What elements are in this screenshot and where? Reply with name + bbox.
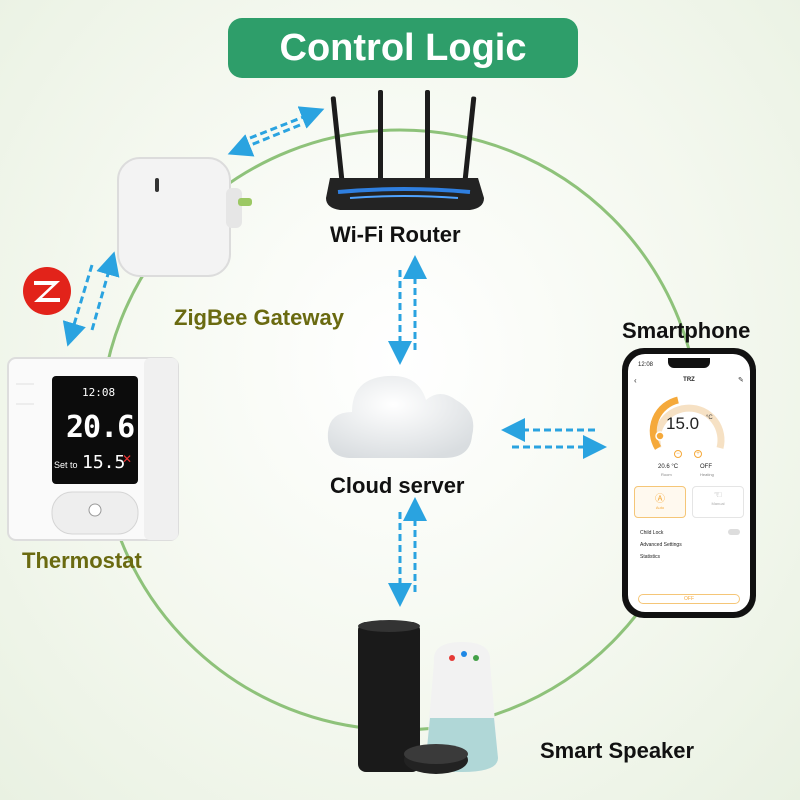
thermostat-set-label: Set to	[54, 460, 78, 470]
phone-target-temp: 15.0	[666, 414, 700, 433]
thermostat-icon	[7, 357, 179, 541]
phone-room-label: Room	[661, 472, 672, 477]
temperature-dial[interactable]	[648, 388, 730, 458]
flame-icon: ✕	[122, 452, 133, 466]
mode-auto-label: Auto	[655, 505, 665, 510]
zigbee-gateway-icon	[117, 157, 252, 277]
back-chevron-icon[interactable]: ‹	[634, 376, 637, 385]
router-label: Wi-Fi Router	[330, 222, 461, 247]
gateway-label: ZigBee Gateway	[174, 305, 344, 330]
menu-item-child-lock[interactable]: Child Lock	[640, 530, 664, 536]
auto-mode-icon: Ⓐ	[655, 494, 665, 505]
mode-manual-label: Manual	[711, 501, 725, 506]
thermostat-label: Thermostat	[22, 548, 142, 573]
arrow-router-to-gateway	[227, 123, 301, 157]
phone-notch	[668, 358, 710, 368]
menu-item-statistics[interactable]: Statistics	[640, 554, 661, 560]
off-button[interactable]: OFF	[638, 594, 740, 604]
thermostat-time: 12:08	[82, 386, 116, 399]
smart-speaker-icon	[358, 620, 498, 774]
arrow-gateway-to-router	[249, 106, 325, 140]
smartphone-frame: 12:08 ‹ TRZ ✎ 15.0 °C − + 20.6 °C Room O…	[622, 348, 756, 618]
arrow-thermostat-to-gateway	[90, 251, 120, 331]
arrow-gateway-to-thermostat	[62, 264, 94, 347]
mode-auto-button[interactable]: Ⓐ Auto	[634, 486, 686, 518]
increase-temp-button[interactable]: +	[694, 450, 702, 458]
phone-app-header: TRZ	[683, 377, 695, 383]
decrease-temp-button[interactable]: −	[674, 450, 682, 458]
page-title: Control Logic	[228, 18, 578, 78]
cloud-label: Cloud server	[330, 473, 465, 498]
edit-icon[interactable]: ✎	[738, 377, 744, 384]
mode-manual-button[interactable]: ☜ Manual	[692, 486, 744, 518]
wifi-router-icon	[326, 90, 484, 210]
speaker-label: Smart Speaker	[540, 738, 695, 763]
phone-heating-label: Heating	[700, 472, 714, 477]
thermostat-set-temperature: 15.5	[82, 452, 126, 473]
smartphone-label: Smartphone	[622, 318, 751, 343]
smartphone-screen: 12:08 ‹ TRZ ✎ 15.0 °C − + 20.6 °C Room O…	[628, 354, 750, 612]
zigbee-logo-icon	[23, 267, 71, 315]
thermostat-temperature: 20.6	[66, 410, 135, 445]
hand-icon: ☜	[713, 490, 723, 501]
menu-item-advanced-settings[interactable]: Advanced Settings	[640, 542, 682, 548]
phone-temp-unit: °C	[706, 415, 713, 421]
phone-room-temp: 20.6 °C	[658, 464, 679, 470]
phone-status-time: 12:08	[638, 362, 654, 368]
phone-heating-value: OFF	[700, 464, 712, 470]
cloud-icon	[327, 375, 474, 458]
child-lock-toggle[interactable]	[728, 529, 740, 535]
